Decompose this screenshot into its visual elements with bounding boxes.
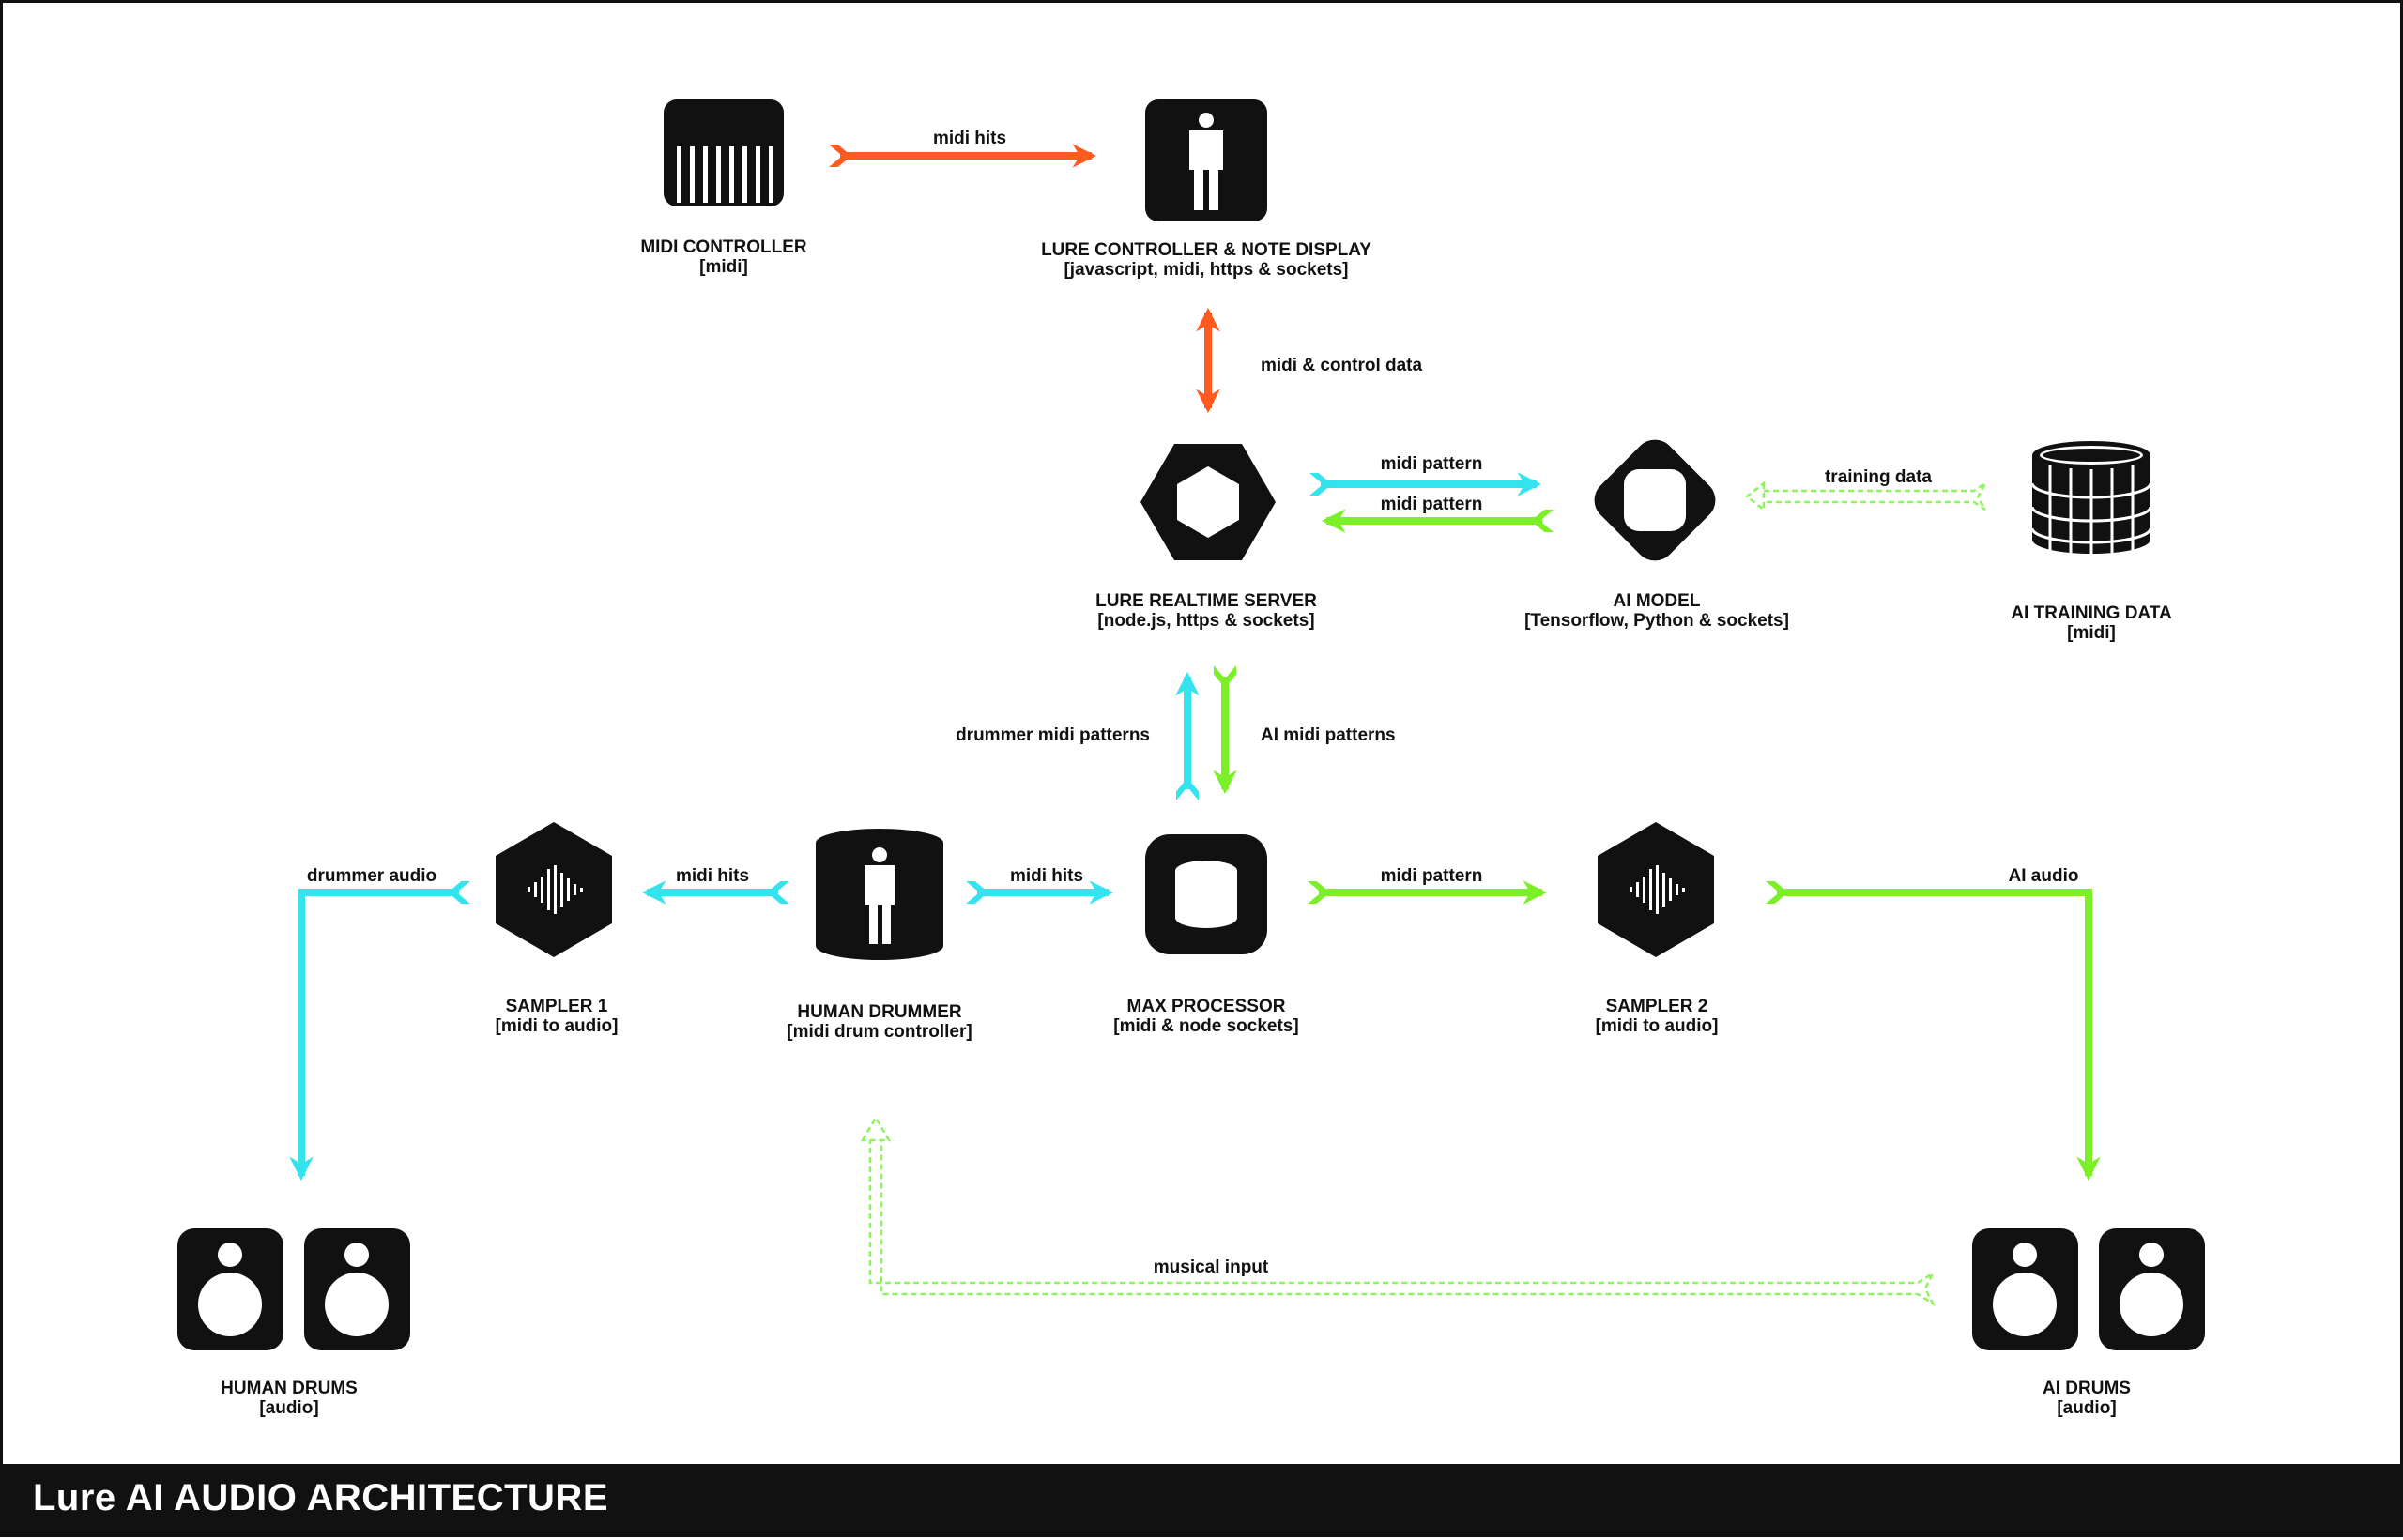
node-label-sampler1: SAMPLER 1 [midi to audio]: [496, 997, 619, 1036]
node-label-max-processor: MAX PROCESSOR [midi & node sockets]: [1113, 997, 1298, 1036]
training-data-arrow: [1744, 480, 1987, 512]
waveform-hexagon-icon: [1598, 822, 1714, 957]
svg-text:[audio]: [audio]: [259, 1398, 318, 1418]
svg-text:[midi]: [midi]: [2067, 623, 2116, 643]
node-label-human-drummer: HUMAN DRUMMER [midi drum controller]: [787, 1002, 972, 1042]
edge-label: musical input: [1154, 1258, 1269, 1277]
speakers-icon: [1972, 1228, 2205, 1350]
edge-label: midi hits: [933, 129, 1006, 148]
edge-label: drummer audio: [307, 866, 436, 886]
edge-label: midi hits: [1010, 866, 1083, 886]
svg-text:HUMAN DRUMMER: HUMAN DRUMMER: [797, 1002, 961, 1022]
database-icon: [2030, 441, 2152, 554]
svg-text:MAX PROCESSOR: MAX PROCESSOR: [1127, 997, 1286, 1016]
drummer-audio-arrow: [289, 881, 470, 1182]
svg-text:[midi drum controller]: [midi drum controller]: [787, 1022, 972, 1042]
architecture-diagram: midi hits midi & control data midi patte…: [177, 99, 2205, 1418]
node-label-sampler2: SAMPLER 2 [midi to audio]: [1596, 997, 1719, 1036]
node-label-midi-controller: MIDI CONTROLLER [midi]: [640, 237, 807, 277]
diagram-title: Lure AI AUDIO ARCHITECTURE: [33, 1477, 608, 1518]
edge-label: AI audio: [2009, 866, 2079, 886]
musical-input-arrow: [860, 1115, 1936, 1307]
rounded-diamond-icon: [1594, 439, 1716, 561]
processor-icon: [1145, 834, 1267, 954]
node-label-lure-controller: LURE CONTROLLER & NOTE DISPLAY [javascri…: [1041, 240, 1371, 280]
svg-text:LURE REALTIME SERVER: LURE REALTIME SERVER: [1095, 591, 1317, 611]
node-label-ai-training: AI TRAINING DATA [midi]: [2011, 603, 2172, 643]
svg-text:AI TRAINING DATA: AI TRAINING DATA: [2011, 603, 2172, 623]
svg-text:[Tensorflow, Python & sockets]: [Tensorflow, Python & sockets]: [1524, 611, 1789, 631]
svg-text:AI MODEL: AI MODEL: [1614, 591, 1701, 611]
person-icon: [1145, 99, 1267, 221]
drummer-icon: [816, 829, 943, 960]
edge-label: midi hits: [676, 866, 749, 886]
edge-label: midi pattern: [1381, 866, 1483, 886]
svg-text:[midi & node sockets]: [midi & node sockets]: [1113, 1016, 1298, 1036]
ai-audio-arrow: [1766, 881, 2101, 1182]
svg-text:LURE CONTROLLER & NOTE DISPLAY: LURE CONTROLLER & NOTE DISPLAY: [1041, 240, 1371, 260]
edge-label: midi pattern: [1381, 495, 1483, 514]
edge-label: drummer midi patterns: [956, 725, 1150, 745]
svg-text:SAMPLER 2: SAMPLER 2: [1606, 997, 1708, 1016]
svg-text:[node.js, https & sockets]: [node.js, https & sockets]: [1097, 611, 1314, 631]
footer-title-bar: Lure AI AUDIO ARCHITECTURE: [3, 1464, 2403, 1534]
svg-text:[audio]: [audio]: [2057, 1398, 2116, 1418]
svg-text:[midi to audio]: [midi to audio]: [1596, 1016, 1719, 1036]
svg-text:SAMPLER 1: SAMPLER 1: [506, 997, 608, 1016]
node-label-ai-model: AI MODEL [Tensorflow, Python & sockets]: [1524, 591, 1789, 631]
svg-text:[javascript, midi, https & soc: [javascript, midi, https & sockets]: [1064, 260, 1348, 280]
edge-label: midi pattern: [1381, 454, 1483, 474]
edge-label: midi & control data: [1261, 356, 1423, 375]
node-label-lure-server: LURE REALTIME SERVER [node.js, https & s…: [1095, 591, 1317, 631]
speakers-icon: [177, 1228, 410, 1350]
svg-text:[midi to audio]: [midi to audio]: [496, 1016, 619, 1036]
waveform-hexagon-icon: [496, 822, 612, 957]
edge-label: AI midi patterns: [1261, 725, 1396, 745]
node-label-human-drums: HUMAN DRUMS [audio]: [221, 1379, 358, 1418]
hexagon-server-icon: [1140, 444, 1276, 560]
node-label-ai-drums: AI DRUMS [audio]: [2043, 1379, 2131, 1418]
svg-text:AI DRUMS: AI DRUMS: [2043, 1379, 2131, 1398]
svg-text:HUMAN DRUMS: HUMAN DRUMS: [221, 1379, 358, 1398]
svg-text:[midi]: [midi]: [699, 257, 748, 277]
edge-label: training data: [1825, 467, 1932, 487]
svg-text:MIDI CONTROLLER: MIDI CONTROLLER: [640, 237, 807, 257]
keyboard-icon: [664, 99, 784, 206]
